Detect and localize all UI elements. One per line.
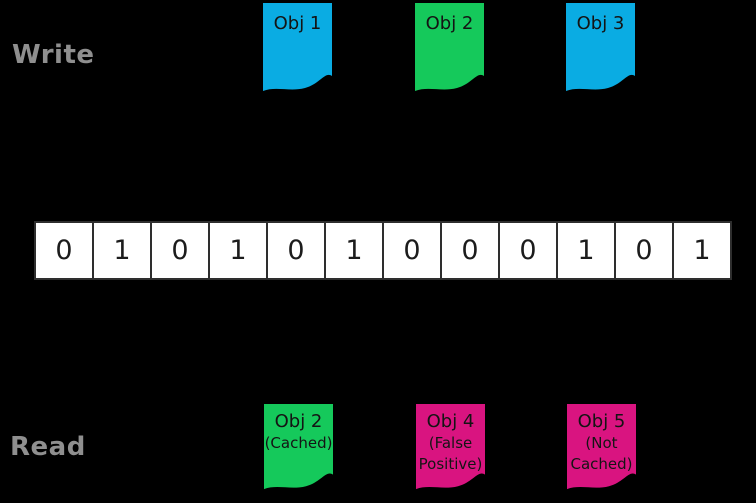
write-tag-obj3: Obj 3	[566, 3, 635, 94]
bookmark-shape-icon	[264, 404, 333, 490]
write-tag-obj2: Obj 2	[415, 3, 484, 94]
tag-label-subline: (False	[428, 434, 473, 452]
tag-label: Obj 2	[425, 13, 474, 34]
tag-label-subline: (Not	[585, 434, 618, 452]
bit-cell: 1	[208, 221, 268, 280]
write-tag-obj1: Obj 1	[263, 3, 332, 94]
tag-label-subline: Positive)	[418, 455, 483, 473]
bit-cell: 1	[556, 221, 616, 280]
read-tag-obj2: Obj 2 (Cached)	[264, 404, 333, 492]
read-tag-obj5: Obj 5 (Not Cached)	[567, 404, 636, 492]
bit-cell: 0	[614, 221, 674, 280]
tag-label: Obj 3	[576, 13, 625, 34]
bookmark-shape-icon	[416, 404, 485, 490]
bit-cell: 1	[672, 221, 732, 280]
bit-cell: 1	[92, 221, 152, 280]
bookmark-shape-icon	[566, 3, 635, 91]
tag-label-subline: Cached)	[570, 455, 633, 473]
tag-label: Obj 5 (Not Cached)	[563, 411, 640, 475]
bit-cell: 0	[34, 221, 94, 280]
bit-cell: 0	[498, 221, 558, 280]
bit-cell: 1	[324, 221, 384, 280]
tag-label-line: Obj 5	[577, 411, 626, 432]
read-label: Read	[10, 432, 86, 462]
bookmark-shape-icon	[263, 3, 332, 91]
bit-cell: 0	[266, 221, 326, 280]
read-tag-obj4: Obj 4 (False Positive)	[416, 404, 485, 492]
tag-label: Obj 1	[273, 13, 322, 34]
bit-cell: 0	[382, 221, 442, 280]
bookmark-shape-icon	[567, 404, 636, 490]
tag-label: Obj 4 (False Positive)	[412, 411, 489, 475]
tag-label-subline: (Cached)	[264, 434, 333, 452]
bookmark-shape-icon	[415, 3, 484, 91]
bit-cell: 0	[440, 221, 500, 280]
bit-cell: 0	[150, 221, 210, 280]
tag-label-line: Obj 4	[426, 411, 475, 432]
tag-label: Obj 2 (Cached)	[260, 411, 337, 454]
tag-label-line: Obj 2	[274, 411, 323, 432]
write-label: Write	[12, 40, 95, 70]
